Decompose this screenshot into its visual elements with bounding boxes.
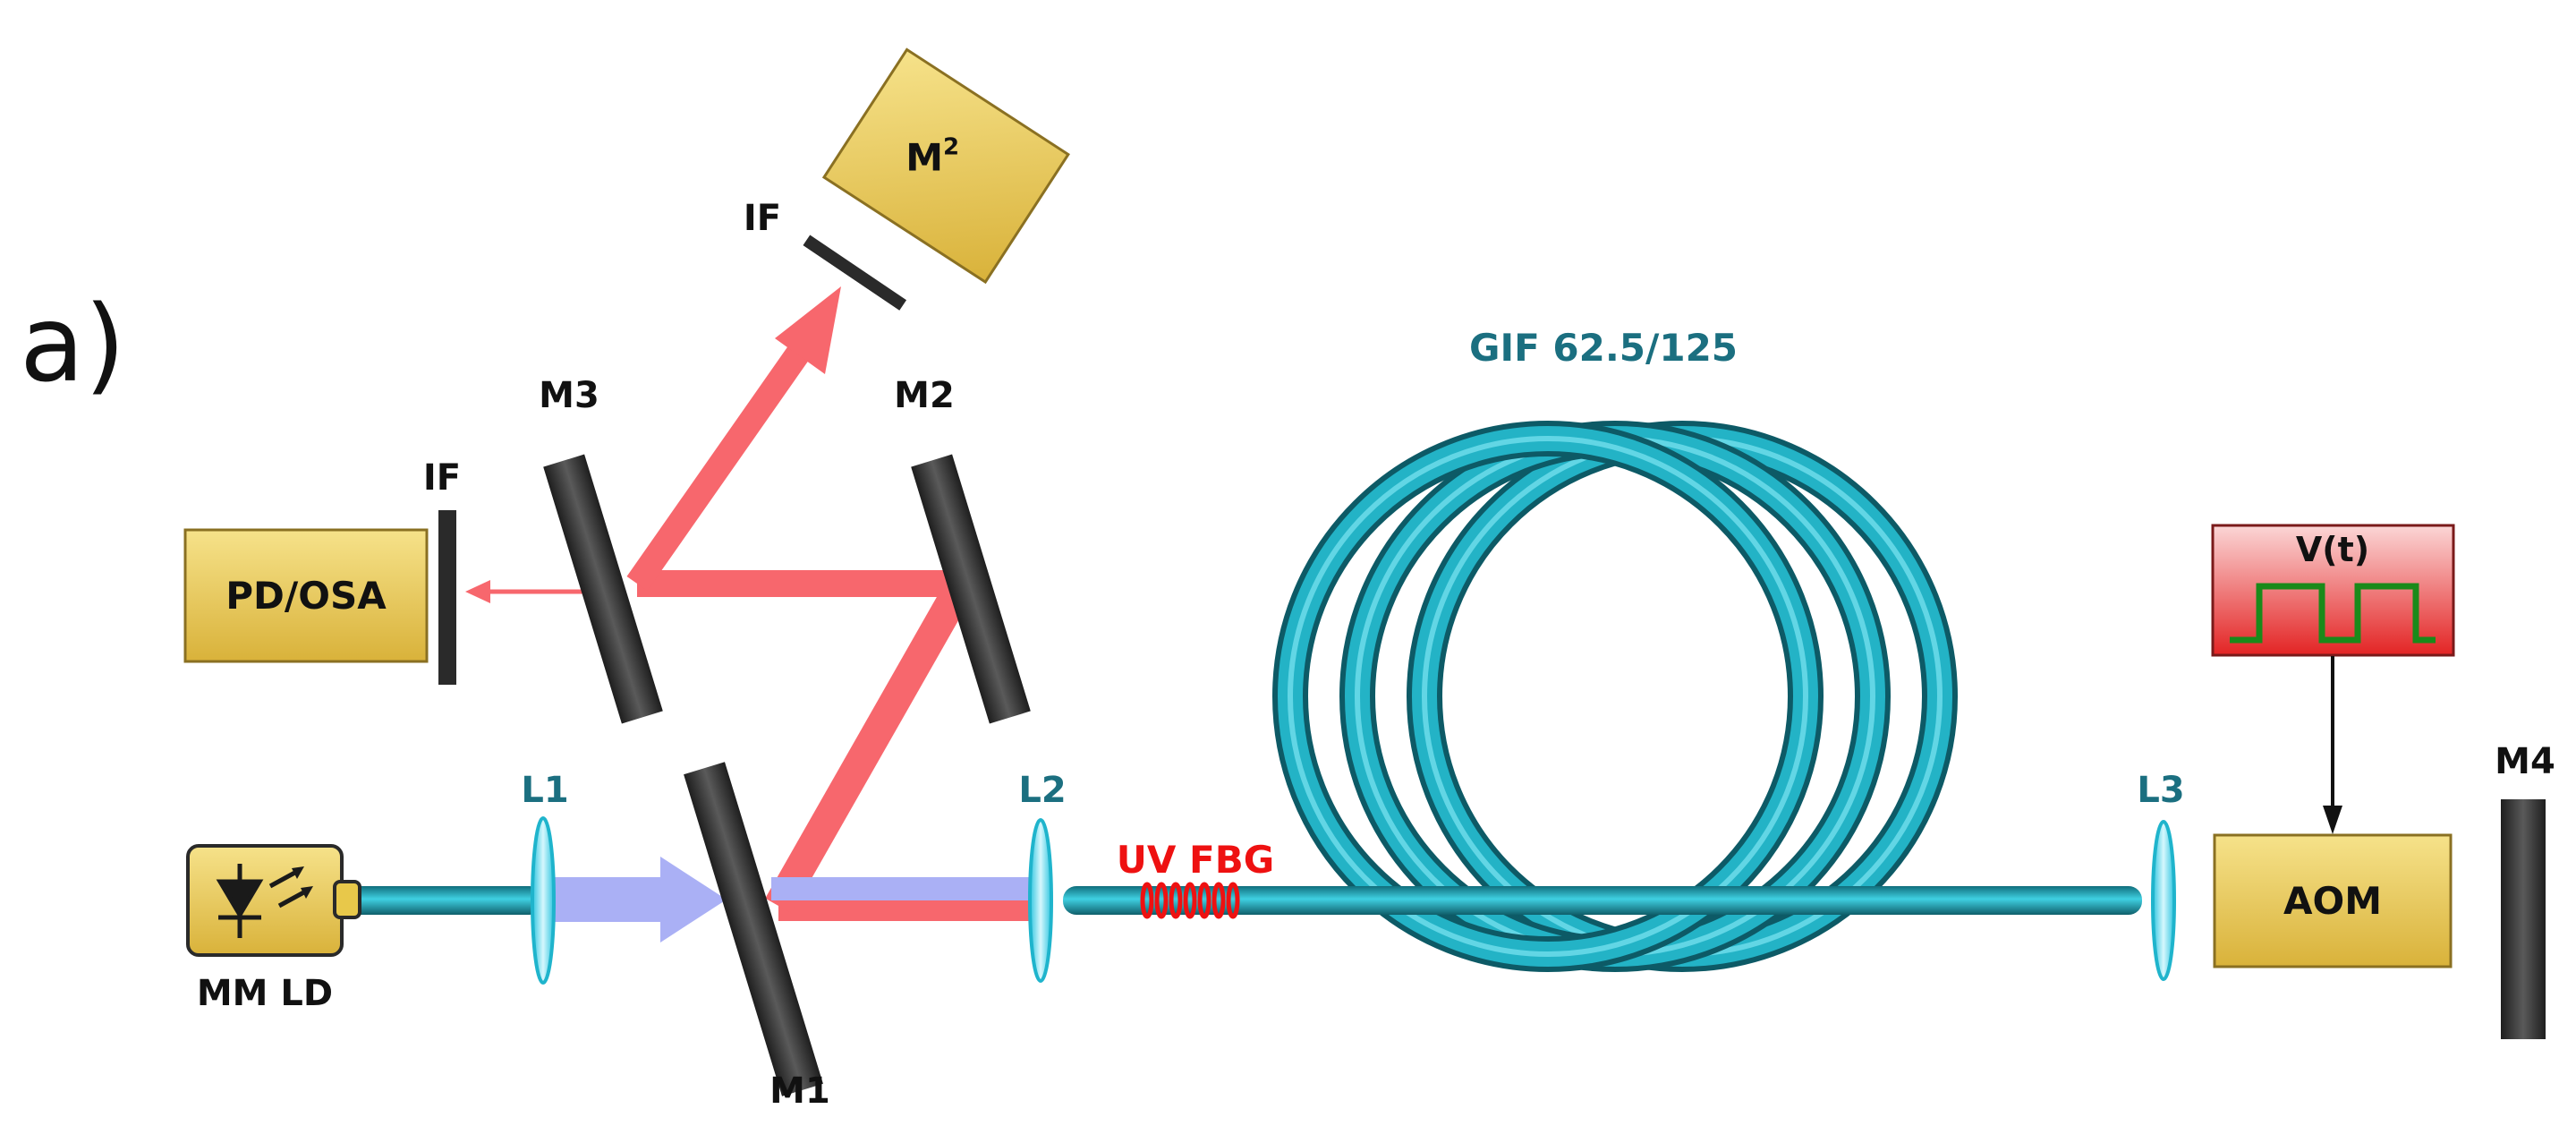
- label-l1: L1: [521, 770, 568, 811]
- m2-profiler-label: M2: [905, 134, 959, 180]
- label-l3: L3: [2137, 770, 2184, 811]
- fbg-grating: [1140, 882, 1240, 919]
- pump-beam-arrowhead: [660, 857, 727, 943]
- label-l2: L2: [1018, 770, 1066, 811]
- label-laser-diode: MM LD: [197, 973, 333, 1014]
- label-if-top: IF: [744, 198, 781, 239]
- control-arrowhead: [2323, 806, 2342, 834]
- laser-diode: [186, 844, 361, 957]
- mirror-m4: [2501, 799, 2546, 1039]
- beam-m1-to-m2: [765, 576, 975, 914]
- filter-top: [795, 235, 907, 321]
- beam-arrowhead-up: [775, 286, 841, 374]
- label-m3: M3: [539, 375, 599, 416]
- label-fbg: UV FBG: [1117, 838, 1274, 882]
- lens-l1: [531, 816, 556, 985]
- m2-profiler-box: M2: [821, 47, 1070, 285]
- lens-l3: [2151, 820, 2176, 981]
- signal-beams: [465, 286, 1038, 921]
- lens-l2: [1028, 818, 1053, 983]
- diode-icon: [216, 864, 313, 938]
- pump-beam-m1-l2: [771, 877, 1040, 900]
- label-m2: M2: [894, 375, 955, 416]
- mirror-m1: [684, 762, 823, 1096]
- fiber-main: [1063, 886, 2142, 915]
- voltage-label: V(t): [2296, 530, 2369, 569]
- beam-leak-arrowhead: [465, 580, 490, 603]
- filter-side: [438, 510, 456, 685]
- pump-beam: [533, 857, 1040, 943]
- label-if-side: IF: [423, 457, 461, 499]
- fiber-straight: [354, 886, 2142, 915]
- fiber-pigtail: [354, 886, 533, 915]
- aom-box: [2213, 833, 2453, 968]
- pd-osa-label: PD/OSA: [225, 574, 387, 618]
- label-m1: M1: [769, 1071, 830, 1112]
- pd-osa-box: [183, 528, 429, 663]
- pump-beam-body: [533, 877, 681, 922]
- mirror-m3: [543, 454, 663, 724]
- aom-label: AOM: [2283, 879, 2382, 923]
- panel-label: a): [20, 282, 125, 405]
- beam-m3-to-if: [626, 345, 809, 592]
- mirror-m2: [911, 454, 1031, 724]
- label-fiber: GIF 62.5/125: [1469, 326, 1738, 370]
- square-wave-icon: [2230, 583, 2436, 644]
- fiber-coil: [1272, 421, 1958, 972]
- label-m4: M4: [2495, 741, 2555, 782]
